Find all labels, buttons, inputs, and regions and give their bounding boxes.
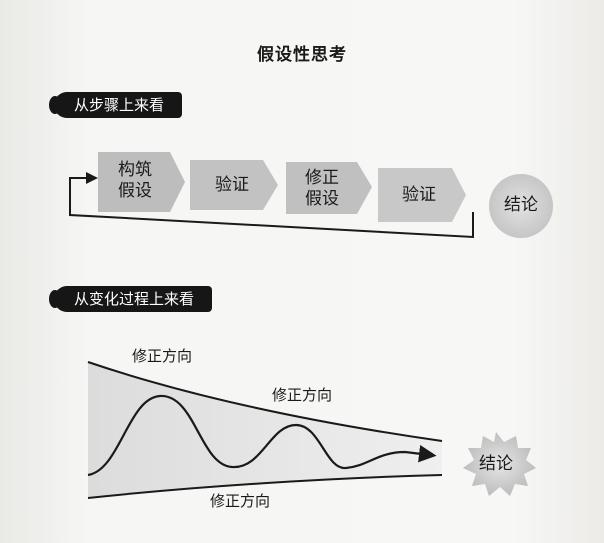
step-chevron-2: [190, 160, 278, 210]
convergence-band: [88, 362, 442, 498]
step-chevron-1: [98, 152, 185, 212]
band-bottom-edge: [87, 474, 443, 499]
step-1-text: 构筑 假设: [118, 160, 152, 201]
step-2-text: 验证: [215, 175, 249, 195]
convergence-wave: [87, 394, 437, 477]
step-chevron-4: [378, 168, 466, 222]
step-3-text: 修正 假设: [305, 168, 339, 209]
conclusion-text-1: 结论: [504, 195, 538, 215]
correction-label-top-left: 修正方向: [132, 347, 193, 365]
step-chevron-3: [286, 162, 372, 214]
section-label-process: 从变化过程上来看: [48, 286, 213, 312]
conclusion-starburst: [463, 432, 536, 496]
step-4-text: 验证: [402, 185, 436, 205]
conclusion-circle: [489, 174, 553, 238]
feedback-arrowhead: [86, 172, 98, 184]
feedback-loop-arrow: [69, 177, 474, 239]
band-top-edge: [87, 361, 443, 442]
page-title: 假设性思考: [257, 45, 347, 65]
section-label-steps: 从步骤上来看: [48, 92, 183, 118]
conclusion-text-2: 结论: [479, 454, 513, 474]
correction-label-bottom: 修正方向: [210, 492, 271, 510]
correction-label-top-middle: 修正方向: [272, 386, 333, 404]
